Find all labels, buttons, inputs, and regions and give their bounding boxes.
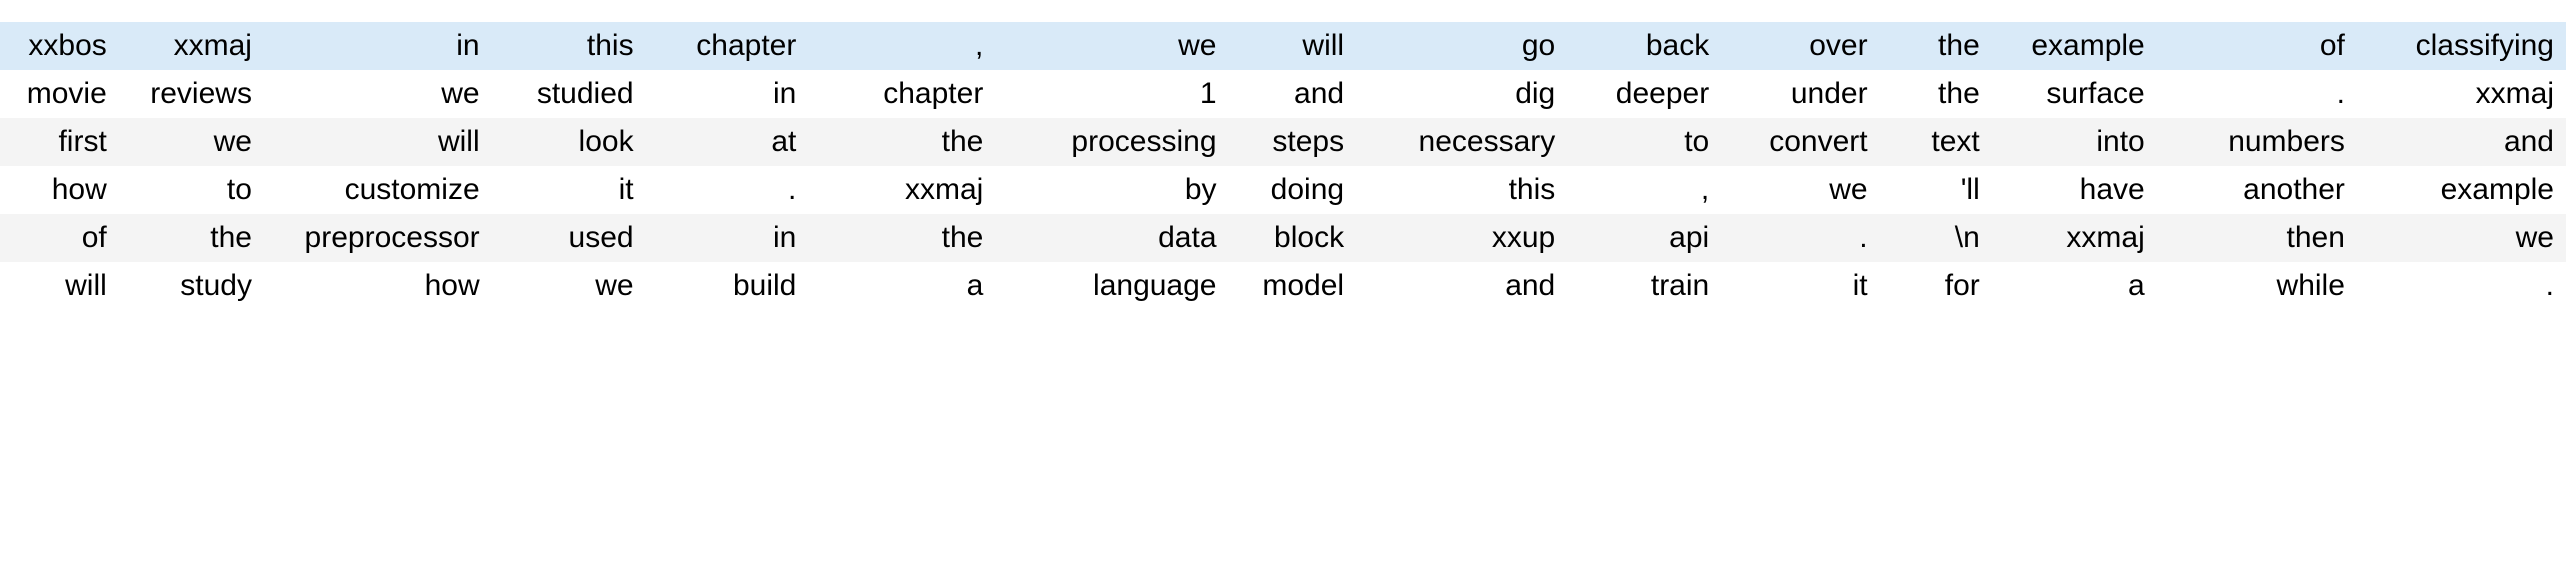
token-cell: study <box>118 262 264 310</box>
token-cell: will <box>1228 22 1357 70</box>
token-cell: we <box>491 262 646 310</box>
token-cell: language <box>995 262 1229 310</box>
token-cell: example <box>2356 166 2566 214</box>
token-cell: we <box>263 70 492 118</box>
token-cell: we <box>2356 214 2566 262</box>
token-cell: under <box>1721 70 1880 118</box>
token-cell: in <box>263 22 492 70</box>
token-cell: of <box>0 214 119 262</box>
token-cell: back <box>1567 22 1722 70</box>
token-cell: . <box>645 166 809 214</box>
token-cell: this <box>491 22 646 70</box>
token-cell: go <box>1356 22 1568 70</box>
token-cell: in <box>645 70 809 118</box>
token-cell: example <box>1991 22 2157 70</box>
token-cell: to <box>118 166 264 214</box>
token-cell: the <box>118 214 264 262</box>
token-cell: the <box>808 214 996 262</box>
token-cell: , <box>1567 166 1722 214</box>
token-cell: by <box>995 166 1229 214</box>
token-cell: another <box>2156 166 2357 214</box>
token-cell: xxmaj <box>2356 70 2566 118</box>
token-cell: it <box>1721 262 1880 310</box>
token-cell: doing <box>1228 166 1357 214</box>
token-cell: for <box>1879 262 1992 310</box>
token-cell: while <box>2156 262 2357 310</box>
token-cell: to <box>1567 118 1722 166</box>
token-cell: over <box>1721 22 1880 70</box>
token-cell: the <box>1879 22 1992 70</box>
token-cell: reviews <box>118 70 264 118</box>
token-cell: 1 <box>995 70 1229 118</box>
token-cell: of <box>2156 22 2357 70</box>
token-cell: into <box>1991 118 2157 166</box>
token-cell: necessary <box>1356 118 1568 166</box>
token-cell: build <box>645 262 809 310</box>
token-cell: . <box>2156 70 2357 118</box>
token-cell: customize <box>263 166 492 214</box>
token-cell: chapter <box>808 70 996 118</box>
token-cell: steps <box>1228 118 1357 166</box>
token-cell: \n <box>1879 214 1992 262</box>
token-cell: classifying <box>2356 22 2566 70</box>
token-cell: look <box>491 118 646 166</box>
token-cell: a <box>1991 262 2157 310</box>
token-cell: chapter <box>645 22 809 70</box>
token-cell: we <box>995 22 1229 70</box>
token-cell: xxmaj <box>808 166 996 214</box>
token-cell: and <box>1228 70 1357 118</box>
token-cell: first <box>0 118 119 166</box>
token-cell: xxmaj <box>1991 214 2157 262</box>
token-cell: how <box>263 262 492 310</box>
token-cell: the <box>1879 70 1992 118</box>
token-cell: , <box>808 22 996 70</box>
token-cell: train <box>1567 262 1722 310</box>
token-cell: it <box>491 166 646 214</box>
token-cell: and <box>2356 118 2566 166</box>
token-cell: studied <box>491 70 646 118</box>
token-cell: will <box>0 262 119 310</box>
token-cell: movie <box>0 70 119 118</box>
token-cell: . <box>2356 262 2566 310</box>
token-cell: surface <box>1991 70 2157 118</box>
token-cell: the <box>808 118 996 166</box>
token-cell: api <box>1567 214 1722 262</box>
token-cell: 'll <box>1879 166 1992 214</box>
token-cell: have <box>1991 166 2157 214</box>
token-cell: will <box>263 118 492 166</box>
token-cell: then <box>2156 214 2357 262</box>
token-cell: xxup <box>1356 214 1568 262</box>
token-cell: in <box>645 214 809 262</box>
token-cell: block <box>1228 214 1357 262</box>
token-cell: numbers <box>2156 118 2357 166</box>
token-cell: data <box>995 214 1229 262</box>
token-cell: xxbos <box>0 22 119 70</box>
token-cell: at <box>645 118 809 166</box>
token-cell: dig <box>1356 70 1568 118</box>
token-cell: deeper <box>1567 70 1722 118</box>
token-cell: . <box>1721 214 1880 262</box>
token-cell: this <box>1356 166 1568 214</box>
token-cell: model <box>1228 262 1357 310</box>
token-cell: convert <box>1721 118 1880 166</box>
token-cell: we <box>118 118 264 166</box>
token-cell: processing <box>995 118 1229 166</box>
token-cell: used <box>491 214 646 262</box>
token-cell: preprocessor <box>263 214 492 262</box>
token-cell: xxmaj <box>118 22 264 70</box>
token-cell: a <box>808 262 996 310</box>
token-cell: text <box>1879 118 1992 166</box>
token-cell: we <box>1721 166 1880 214</box>
token-cell: and <box>1356 262 1568 310</box>
token-cell: how <box>0 166 119 214</box>
